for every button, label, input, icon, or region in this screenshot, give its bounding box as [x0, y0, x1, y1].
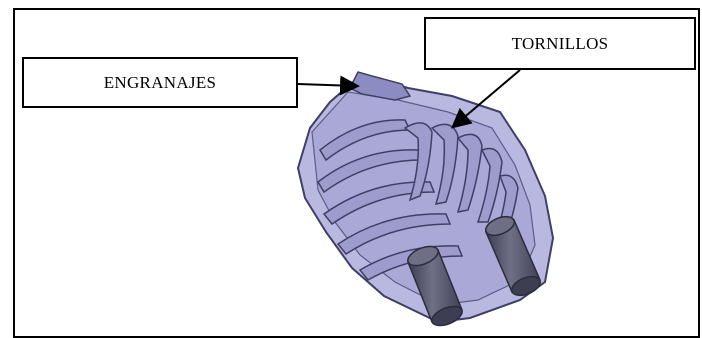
callout-gears-label: ENGRANAJES — [104, 73, 217, 93]
callout-screws-label: TORNILLOS — [512, 34, 609, 54]
callout-screws: TORNILLOS — [424, 17, 696, 70]
gears-pointer-arrow — [298, 84, 356, 86]
callout-gears: ENGRANAJES — [22, 57, 298, 108]
figure: ENGRANAJES TORNILLOS — [0, 0, 702, 329]
